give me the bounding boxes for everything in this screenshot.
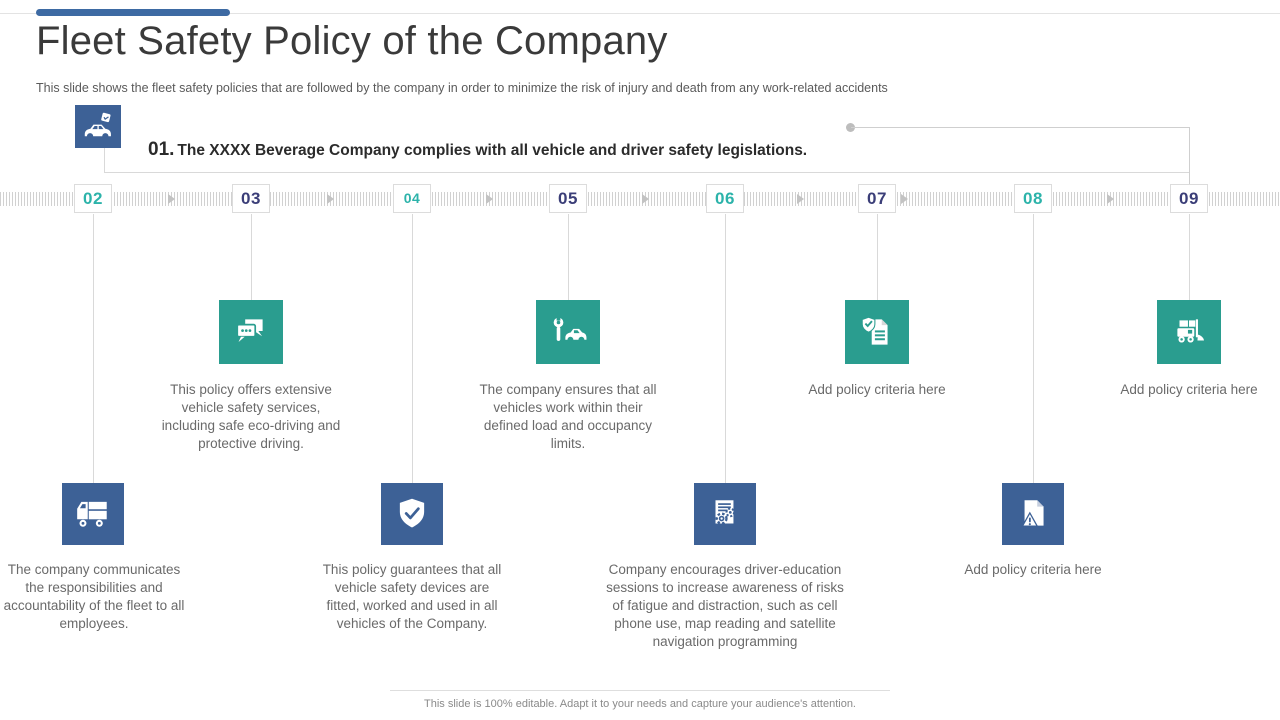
arrow-right-icon (327, 194, 334, 204)
connector-line (568, 214, 569, 300)
connector-line (1189, 127, 1190, 184)
timeline-number-05: 05 (549, 184, 587, 213)
timeline-number-08: 08 (1014, 184, 1052, 213)
timeline-number-09: 09 (1170, 184, 1208, 213)
connector-dot (846, 123, 855, 132)
connector-line (725, 214, 726, 483)
policy-07-icon-tile (845, 300, 909, 364)
policy-08-text: Add policy criteria here (964, 562, 1102, 577)
car-service-wrench-icon (549, 313, 587, 351)
arrow-right-icon (901, 194, 908, 204)
shield-check-icon (393, 495, 431, 533)
arrow-right-icon (797, 194, 804, 204)
policy-09-text: Add policy criteria here (1120, 382, 1258, 397)
arrow-right-icon (1107, 194, 1114, 204)
top-accent-bar (36, 9, 230, 16)
connector-line (93, 214, 94, 483)
connector-line (412, 214, 413, 483)
shield-document-icon (858, 313, 896, 351)
forklift-icon (1170, 313, 1208, 351)
chat-bubbles-icon (232, 313, 270, 351)
connector-line (104, 172, 1190, 173)
connector-line (877, 214, 878, 300)
policy-01-icon-tile (75, 105, 121, 148)
policy-05-text: The company ensures that all vehicles wo… (479, 382, 657, 451)
footer-divider (390, 690, 890, 691)
connector-line (1189, 214, 1190, 300)
top-hairline (0, 13, 1280, 14)
connector-line (104, 148, 105, 172)
car-check-icon (79, 110, 117, 144)
delivery-truck-icon (74, 495, 112, 533)
arrow-right-icon (642, 194, 649, 204)
policy-01-text: 01.The XXXX Beverage Company complies wi… (148, 139, 807, 161)
policy-03-icon-tile (219, 300, 283, 364)
policy-04-icon-tile (381, 483, 443, 545)
timeline-number-04: 04 (393, 184, 431, 213)
arrow-right-icon (168, 194, 175, 204)
policy-07-text: Add policy criteria here (808, 382, 946, 397)
timeline-number-03: 03 (232, 184, 270, 213)
document-gears-icon (706, 495, 744, 533)
timeline-track (0, 192, 1280, 206)
policy-03-text: This policy offers extensive vehicle saf… (161, 382, 341, 451)
policy-06-text: Company encourages driver-education sess… (606, 562, 844, 649)
connector-line (251, 214, 252, 300)
policy-09-icon-tile (1157, 300, 1221, 364)
timeline-number-02: 02 (74, 184, 112, 213)
policy-02-text: The company communicates the responsibil… (3, 562, 185, 631)
policy-08-icon-tile (1002, 483, 1064, 545)
connector-line (1033, 214, 1034, 483)
footer-note: This slide is 100% editable. Adapt it to… (424, 698, 856, 710)
arrow-right-icon (486, 194, 493, 204)
timeline-number-06: 06 (706, 184, 744, 213)
policy-01-number: 01. (148, 139, 175, 160)
page-title: Fleet Safety Policy of the Company (36, 19, 668, 63)
document-warning-icon (1014, 495, 1052, 533)
policy-06-icon-tile (694, 483, 756, 545)
connector-line (851, 127, 1189, 128)
policy-01-statement: The XXXX Beverage Company complies with … (177, 142, 808, 159)
policy-04-text: This policy guarantees that all vehicle … (322, 562, 502, 631)
timeline-number-07: 07 (858, 184, 896, 213)
policy-05-icon-tile (536, 300, 600, 364)
slide-subtitle: This slide shows the fleet safety polici… (36, 81, 888, 95)
policy-02-icon-tile (62, 483, 124, 545)
